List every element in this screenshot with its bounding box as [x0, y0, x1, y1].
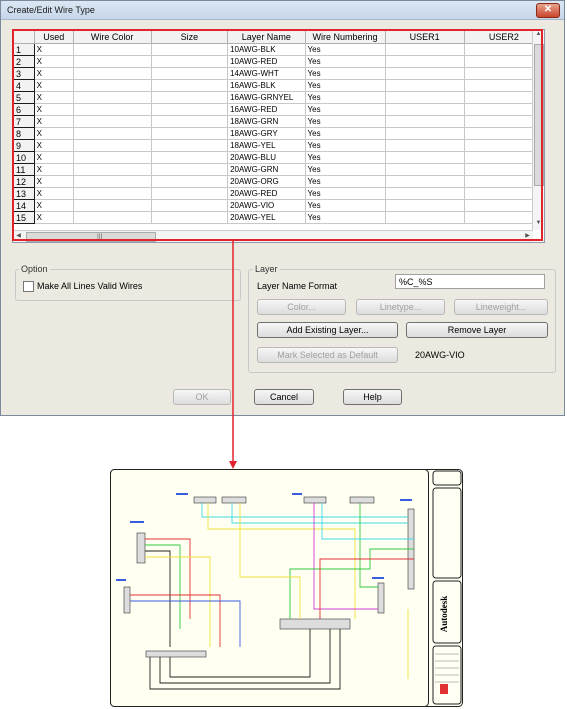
layer-group	[248, 269, 556, 373]
layer-group-label: Layer	[253, 264, 280, 274]
scroll-right-icon[interactable]: ▶	[525, 233, 530, 239]
dialog-title: Create/Edit Wire Type	[7, 5, 95, 15]
lineweight-button[interactable]: Lineweight...	[454, 299, 548, 315]
table-cell[interactable]: X	[33, 211, 74, 224]
vertical-scroll-thumb[interactable]	[534, 44, 544, 186]
help-button[interactable]: Help	[343, 389, 402, 405]
scroll-down-icon[interactable]: ▼	[535, 220, 542, 226]
cancel-button[interactable]: Cancel	[254, 389, 314, 405]
column-header-5[interactable]: Wire Numbering	[304, 30, 386, 44]
schematic-drawing: Autodesk	[110, 469, 463, 707]
table-cell[interactable]: 20AWG-YEL	[227, 211, 306, 224]
table-cell[interactable]: X	[33, 151, 74, 164]
make-all-valid-label: Make All Lines Valid Wires	[37, 281, 143, 291]
layer-name-format-input[interactable]: %C_%S	[395, 274, 545, 289]
table-cell[interactable]: 20AWG-GRN	[227, 163, 306, 176]
ok-button[interactable]: OK	[173, 389, 231, 405]
horizontal-scroll-thumb[interactable]: |||	[26, 232, 156, 242]
column-header-3[interactable]: Size	[150, 30, 229, 44]
remove-layer-button[interactable]: Remove Layer	[406, 322, 548, 338]
column-header-6[interactable]: USER1	[384, 30, 465, 44]
linetype-button[interactable]: Linetype...	[356, 299, 445, 315]
option-group-label: Option	[19, 264, 50, 274]
default-layer-value: 20AWG-VIO	[415, 350, 465, 360]
row-number[interactable]: 15	[13, 211, 35, 224]
grip-icon: |||	[97, 234, 103, 241]
row-number[interactable]: 7	[13, 115, 35, 128]
make-all-valid-checkbox[interactable]	[23, 281, 34, 292]
color-button[interactable]: Color...	[257, 299, 346, 315]
table-cell[interactable]: Yes	[304, 211, 386, 224]
column-header-7[interactable]: USER2	[463, 30, 544, 44]
option-group	[15, 269, 241, 301]
layer-name-format-label: Layer Name Format	[257, 281, 338, 291]
table-cell[interactable]	[72, 211, 152, 224]
title-bar[interactable]: Create/Edit Wire Type ✕	[1, 1, 564, 20]
autodesk-logo: Autodesk	[439, 596, 449, 633]
mark-default-button[interactable]: Mark Selected as Default	[257, 347, 398, 363]
scroll-up-icon[interactable]: ▲	[535, 31, 542, 37]
close-button[interactable]: ✕	[536, 3, 560, 18]
add-existing-layer-button[interactable]: Add Existing Layer...	[257, 322, 398, 338]
row-number[interactable]: 12	[13, 175, 35, 188]
scroll-left-icon[interactable]: ◀	[16, 233, 21, 239]
